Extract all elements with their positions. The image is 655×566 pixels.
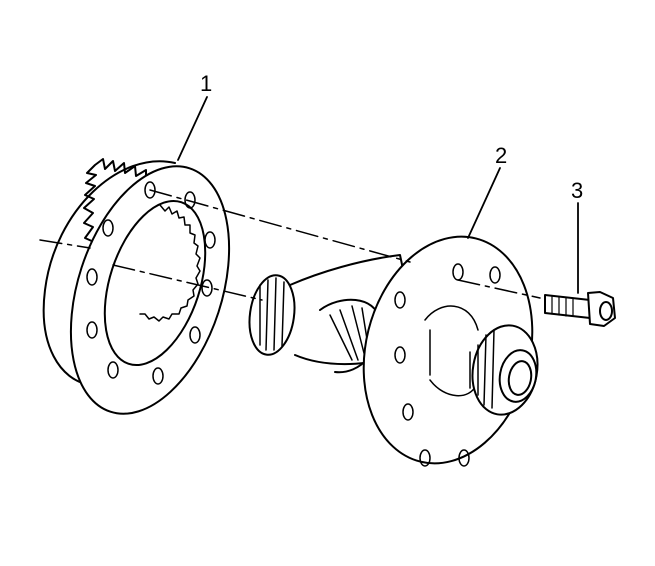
bolt: [544, 291, 616, 327]
ring-gear-face: [69, 165, 231, 415]
leader-2: [467, 167, 501, 239]
callout-3: 3: [571, 178, 584, 203]
callout-1: 1: [200, 71, 213, 96]
ring-gear-bolt-holes: [86, 181, 216, 385]
ring-gear-splines: [139, 204, 201, 322]
ring-gear-bore: [103, 199, 207, 367]
leader-lines: [177, 96, 579, 294]
leader-1: [177, 96, 208, 161]
callout-2: 2: [495, 143, 508, 168]
differential-case: [248, 235, 539, 467]
bolt-head: [587, 291, 616, 327]
ring-gear: [42, 158, 231, 415]
alignment-lines: [39, 189, 541, 301]
